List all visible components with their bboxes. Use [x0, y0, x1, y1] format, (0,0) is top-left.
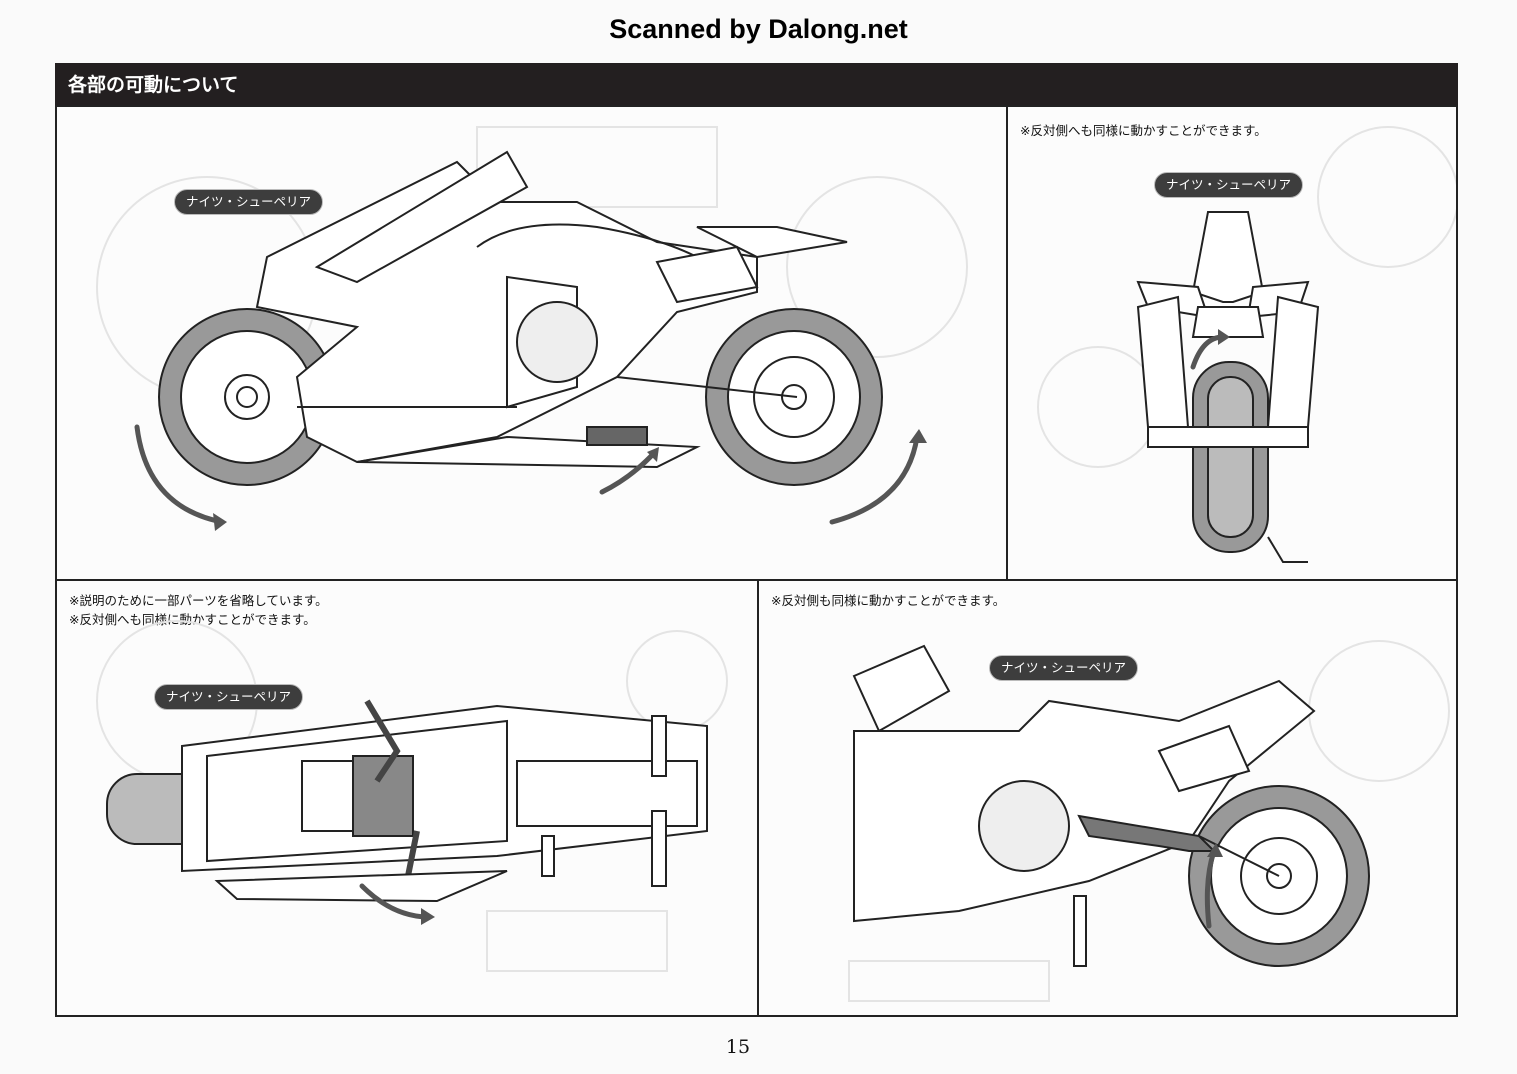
watermark: Scanned by Dalong.net [609, 14, 908, 44]
motorcycle-rear-illustration [1037, 126, 1456, 563]
panel-side-view: ナイツ・シューペリア [55, 105, 1008, 581]
section-title: 各部の可動について [55, 63, 1458, 107]
page-number: 15 [725, 1036, 751, 1058]
panel-rear-view: ※反対側へも同様に動かすことができます。 ナイツ・シューペリア [1006, 105, 1458, 581]
motorcycle-swingarm-illustration [848, 640, 1450, 1002]
model-name-badge: ナイツ・シューペリア [989, 655, 1139, 681]
panel-top-view: ※説明のために一部パーツを省略しています。 ※反対側へも同様に動かすことができま… [55, 579, 759, 1017]
motorcycle-side-illustration [96, 126, 968, 531]
model-name-badge: ナイツ・シューペリア [154, 684, 304, 710]
note-other-side: ※反対側も同様に動かすことができます。 [771, 593, 1006, 608]
panel-swingarm-view: ※反対側も同様に動かすことができます。 ナイツ・シューペリア [757, 579, 1458, 1017]
model-name-badge: ナイツ・シューペリア [1154, 172, 1304, 198]
motorcycle-top-illustration [96, 620, 728, 972]
note-other-side: ※反対側へも同様に動かすことができます。 [1020, 123, 1267, 138]
note-parts-omitted: ※説明のために一部パーツを省略しています。 [69, 593, 328, 608]
note-other-side: ※反対側へも同様に動かすことができます。 [69, 612, 316, 627]
model-name-badge: ナイツ・シューペリア [174, 189, 324, 215]
